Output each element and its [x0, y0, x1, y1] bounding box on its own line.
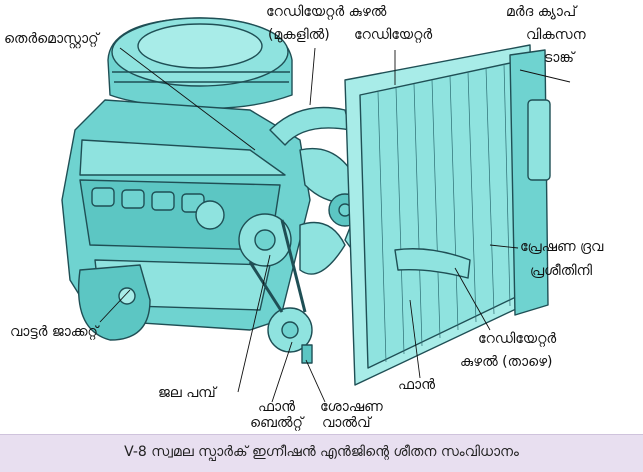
caption-bar: V-8 സ്വമല സ്പാർക് ഇഗ്നീഷൻ എൻജിന്റെ ശീതന … [0, 434, 643, 472]
air-cleaner [107, 17, 293, 109]
water-pump [238, 213, 313, 353]
label-pressure-cap-line3: ടാങ്ക് [544, 50, 574, 66]
label-pressure-cap-line1: മർദ ക്യാപ് [506, 4, 577, 20]
label-drain-valve-line1: ശോഷണ [320, 399, 383, 415]
label-thermostat: തെർമൊസ്റ്റാറ്റ് [4, 31, 99, 47]
engine-cooling-diagram [61, 17, 571, 403]
label-lower-hose-line2: കുഴൽ (താഴെ) [460, 354, 553, 370]
label-fan-belt-line1: ഫാൻ [258, 399, 296, 415]
label-lower-hose-line1: റേഡിയേറ്റർ [478, 331, 557, 347]
label-transmission-fluid-line1: പ്രേഷണ ദ്രവ [520, 239, 604, 255]
label-transmission-fluid-line2: പ്രശീതിനി [530, 263, 593, 279]
drain-valve [301, 344, 313, 364]
label-pressure-cap-line2: വികസന [526, 27, 586, 43]
label-fan-belt-line2: ബെൽറ്റ് [250, 415, 304, 431]
label-radiator: റേഡിയേറ്റർ [354, 27, 433, 43]
figure-caption: V-8 സ്വമല സ്പാർക് ഇഗ്നീഷൻ എൻജിന്റെ ശീതന … [124, 444, 519, 460]
label-water-pump: ജല പമ്പ് [158, 385, 216, 401]
label-water-jacket: വാട്ടർ ജാക്കറ്റ് [10, 324, 98, 340]
upper-radiator-hose [269, 106, 351, 146]
starter-housing [77, 264, 151, 341]
radiator [344, 44, 551, 386]
leader-lines [99, 47, 571, 403]
lower-radiator-hose [394, 248, 471, 279]
label-drain-valve-line2: വാൽവ് [322, 415, 371, 431]
label-fan: ഫാൻ [398, 377, 436, 393]
label-upper-hose-line2: (മുകളിൽ) [268, 27, 330, 43]
label-upper-hose-line1: റേഡിയേറ്റർ കുഴൽ [266, 4, 387, 20]
